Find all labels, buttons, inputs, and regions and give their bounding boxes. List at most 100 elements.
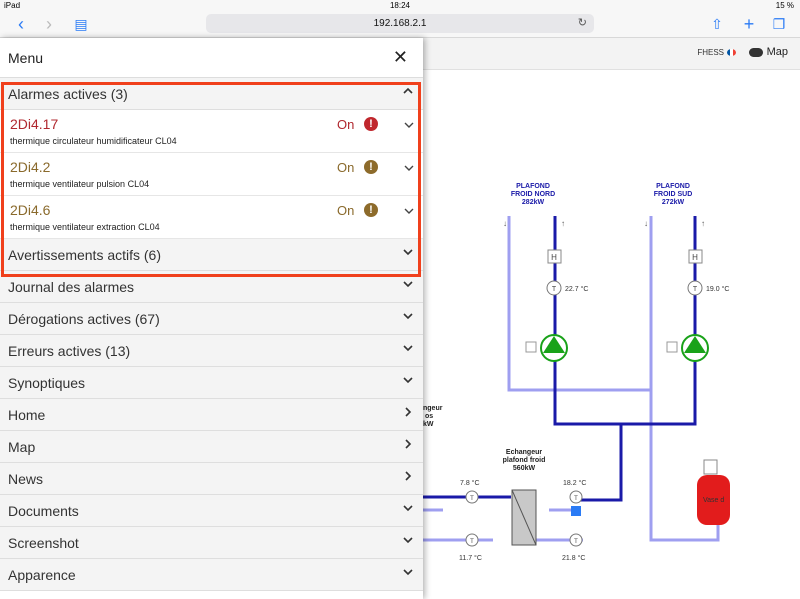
tabs-icon[interactable]: ❐ xyxy=(772,16,786,32)
section-label: Home xyxy=(8,407,46,423)
alarm-list: 2Di4.17 thermique circulateur humidificat… xyxy=(0,110,423,239)
chevron-down-icon xyxy=(403,345,413,352)
menu-section-journal-des-alarmes[interactable]: Journal des alarmes xyxy=(0,271,423,303)
warning-icon: ! xyxy=(364,160,378,174)
temp-sensor-top-right xyxy=(569,490,583,504)
h-sensor-nord xyxy=(547,249,562,264)
light-pipes xyxy=(423,216,720,542)
status-bar: iPad 18:24 15 % xyxy=(0,0,800,11)
svg-text:↑: ↑ xyxy=(701,219,705,228)
svg-text:T: T xyxy=(470,539,474,545)
section-label: Documents xyxy=(8,503,79,519)
menu-section-d-rogations-actives-67[interactable]: Dérogations actives (67) xyxy=(0,303,423,335)
alarm-description: thermique ventilateur pulsion CL04 xyxy=(10,179,150,189)
chevron-down-icon[interactable] xyxy=(403,205,415,217)
menu-title: Menu xyxy=(8,50,44,66)
svg-text:H: H xyxy=(692,253,698,262)
device-label: iPad xyxy=(4,1,21,10)
menu-section-screenshot[interactable]: Screenshot xyxy=(0,527,423,559)
section-label: Dérogations actives (67) xyxy=(8,311,160,327)
chevron-right-icon xyxy=(405,439,412,449)
reload-icon[interactable]: ↻ xyxy=(577,17,587,29)
alert-indicator-icon xyxy=(571,506,581,516)
close-icon[interactable]: ✕ xyxy=(392,47,408,67)
map-button[interactable]: Map xyxy=(748,46,788,58)
h-sensor-sud xyxy=(688,249,703,264)
t-bottom-right: 21.8 °C xyxy=(562,554,585,562)
chevron-down-icon xyxy=(403,377,413,384)
pipe-return-nord xyxy=(507,216,653,392)
chevron-down-icon[interactable] xyxy=(403,119,415,131)
svg-text:T: T xyxy=(552,286,557,293)
alarm-row[interactable]: 2Di4.17 thermique circulateur humidificat… xyxy=(0,110,423,153)
section-label: Erreurs actives (13) xyxy=(8,343,131,359)
section-label: Synoptiques xyxy=(8,375,86,391)
battery-level: 15 % xyxy=(775,1,794,10)
chevron-right-icon xyxy=(405,407,412,417)
chevron-down-icon xyxy=(403,569,413,576)
chevron-down-icon[interactable] xyxy=(403,162,415,174)
menu-section-synoptiques[interactable]: Synoptiques xyxy=(0,367,423,399)
svg-text:↓: ↓ xyxy=(503,219,507,228)
menu-section-apparence[interactable]: Apparence xyxy=(0,559,423,591)
chevron-down-icon xyxy=(403,249,413,256)
alarm-state: On xyxy=(337,117,355,132)
warning-icon: ! xyxy=(364,203,378,217)
sud-temp: 19.0 °C xyxy=(706,285,729,293)
french-flag-icon xyxy=(727,49,736,57)
bookmarks-icon[interactable]: ▤ xyxy=(74,16,88,32)
alarm-code: 2Di4.17 xyxy=(10,116,59,132)
user-label[interactable]: FHESS xyxy=(697,48,736,57)
menu-section-documents[interactable]: Documents xyxy=(0,495,423,527)
section-label: Map xyxy=(8,439,36,455)
section-alarmes-actives[interactable]: Alarmes actives (3) xyxy=(0,78,423,110)
cloud-icon xyxy=(748,47,763,57)
svg-text:T: T xyxy=(574,496,578,502)
address-bar[interactable]: 192.168.2.1 ↻ xyxy=(206,14,594,33)
svg-text:T: T xyxy=(470,496,474,502)
temp-sensor-nord xyxy=(546,280,562,296)
section-label: Apparence xyxy=(8,567,76,583)
section-label: Journal des alarmes xyxy=(8,279,135,295)
section-label: Avertissements actifs (6) xyxy=(8,247,162,263)
menu-section-news[interactable]: News xyxy=(0,463,423,495)
chevron-down-icon xyxy=(403,505,413,512)
vessel-label: Vase d xyxy=(703,497,724,504)
menu-section-erreurs-actives-13[interactable]: Erreurs actives (13) xyxy=(0,335,423,367)
new-tab-icon[interactable]: + xyxy=(743,14,755,34)
t-bottom-left: 11.7 °C xyxy=(459,554,482,562)
share-icon[interactable]: ⇧ xyxy=(711,16,723,32)
svg-text:H: H xyxy=(551,253,557,262)
alarm-description: thermique circulateur humidificateur CL0… xyxy=(10,136,177,146)
section-list: Avertissements actifs (6) Journal des ala… xyxy=(0,239,423,591)
t-top-left: 7.8 °C xyxy=(460,479,480,487)
section-label: Screenshot xyxy=(8,535,79,551)
t-top-right: 18.2 °C xyxy=(563,479,586,487)
chevron-down-icon xyxy=(403,313,413,320)
expansion-vessel-icon xyxy=(697,475,730,525)
forward-icon[interactable]: › xyxy=(46,14,52,34)
menu-section-avertissements-actifs-6[interactable]: Avertissements actifs (6) xyxy=(0,239,423,271)
alarm-code: 2Di4.6 xyxy=(10,202,51,218)
vfd-nord-icon xyxy=(525,341,537,353)
menu-section-home[interactable]: Home xyxy=(0,399,423,431)
alarm-row[interactable]: 2Di4.6 thermique ventilateur extraction C… xyxy=(0,196,423,239)
temp-sensor-top-left xyxy=(465,490,479,504)
back-icon[interactable]: ‹ xyxy=(18,14,24,34)
side-menu: Menu ✕ Alarmes actives (3) 2Di4.17 thermi… xyxy=(0,38,423,599)
chevron-down-icon xyxy=(403,537,413,544)
alarm-description: thermique ventilateur extraction CL04 xyxy=(10,222,160,232)
pipe-supply-down xyxy=(573,424,623,502)
chevron-down-icon xyxy=(403,281,413,288)
chevron-up-icon xyxy=(403,87,413,94)
browser-toolbar: ‹ › ▤ 192.168.2.1 ↻ ⇧ + ❐ xyxy=(0,11,800,38)
menu-section-map[interactable]: Map xyxy=(0,431,423,463)
pipe-supply-loop xyxy=(553,216,697,426)
url-text: 192.168.2.1 xyxy=(373,18,427,29)
